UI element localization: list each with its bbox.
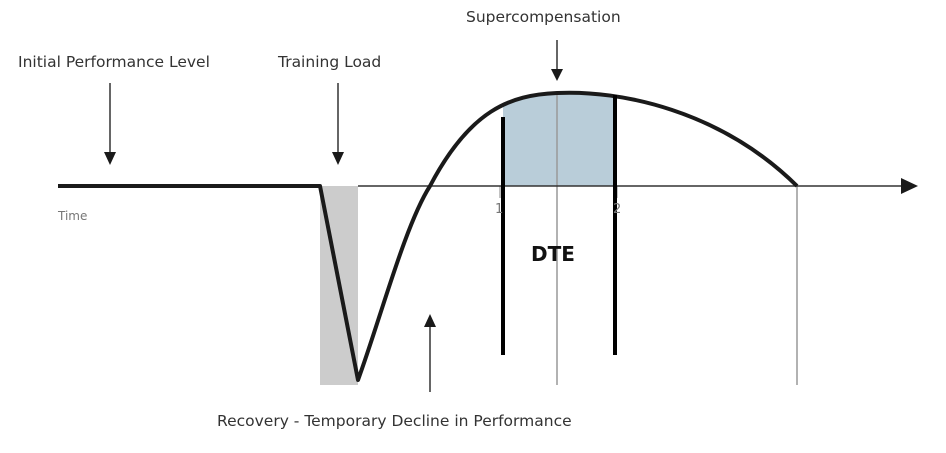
tick-2-label: 2: [613, 202, 621, 217]
recovery-arrow: [424, 314, 436, 392]
recovery-label: Recovery - Temporary Decline in Performa…: [217, 412, 572, 430]
performance-curve: [58, 90, 799, 382]
training-load-label: Training Load: [277, 53, 381, 71]
initial-performance-label: Initial Performance Level: [18, 53, 210, 71]
supercompensation-arrow: [551, 40, 563, 81]
tick-1-label: 1: [495, 202, 503, 217]
time-axis-label: Time: [57, 209, 87, 223]
dte-label: DTE: [531, 242, 575, 266]
training-load-arrow: [332, 83, 344, 165]
time-axis-arrowhead: [901, 178, 918, 194]
supercompensation-shaded-area: [503, 92, 615, 186]
initial-performance-arrow: [104, 83, 116, 165]
supercompensation-label: Supercompensation: [466, 8, 621, 26]
